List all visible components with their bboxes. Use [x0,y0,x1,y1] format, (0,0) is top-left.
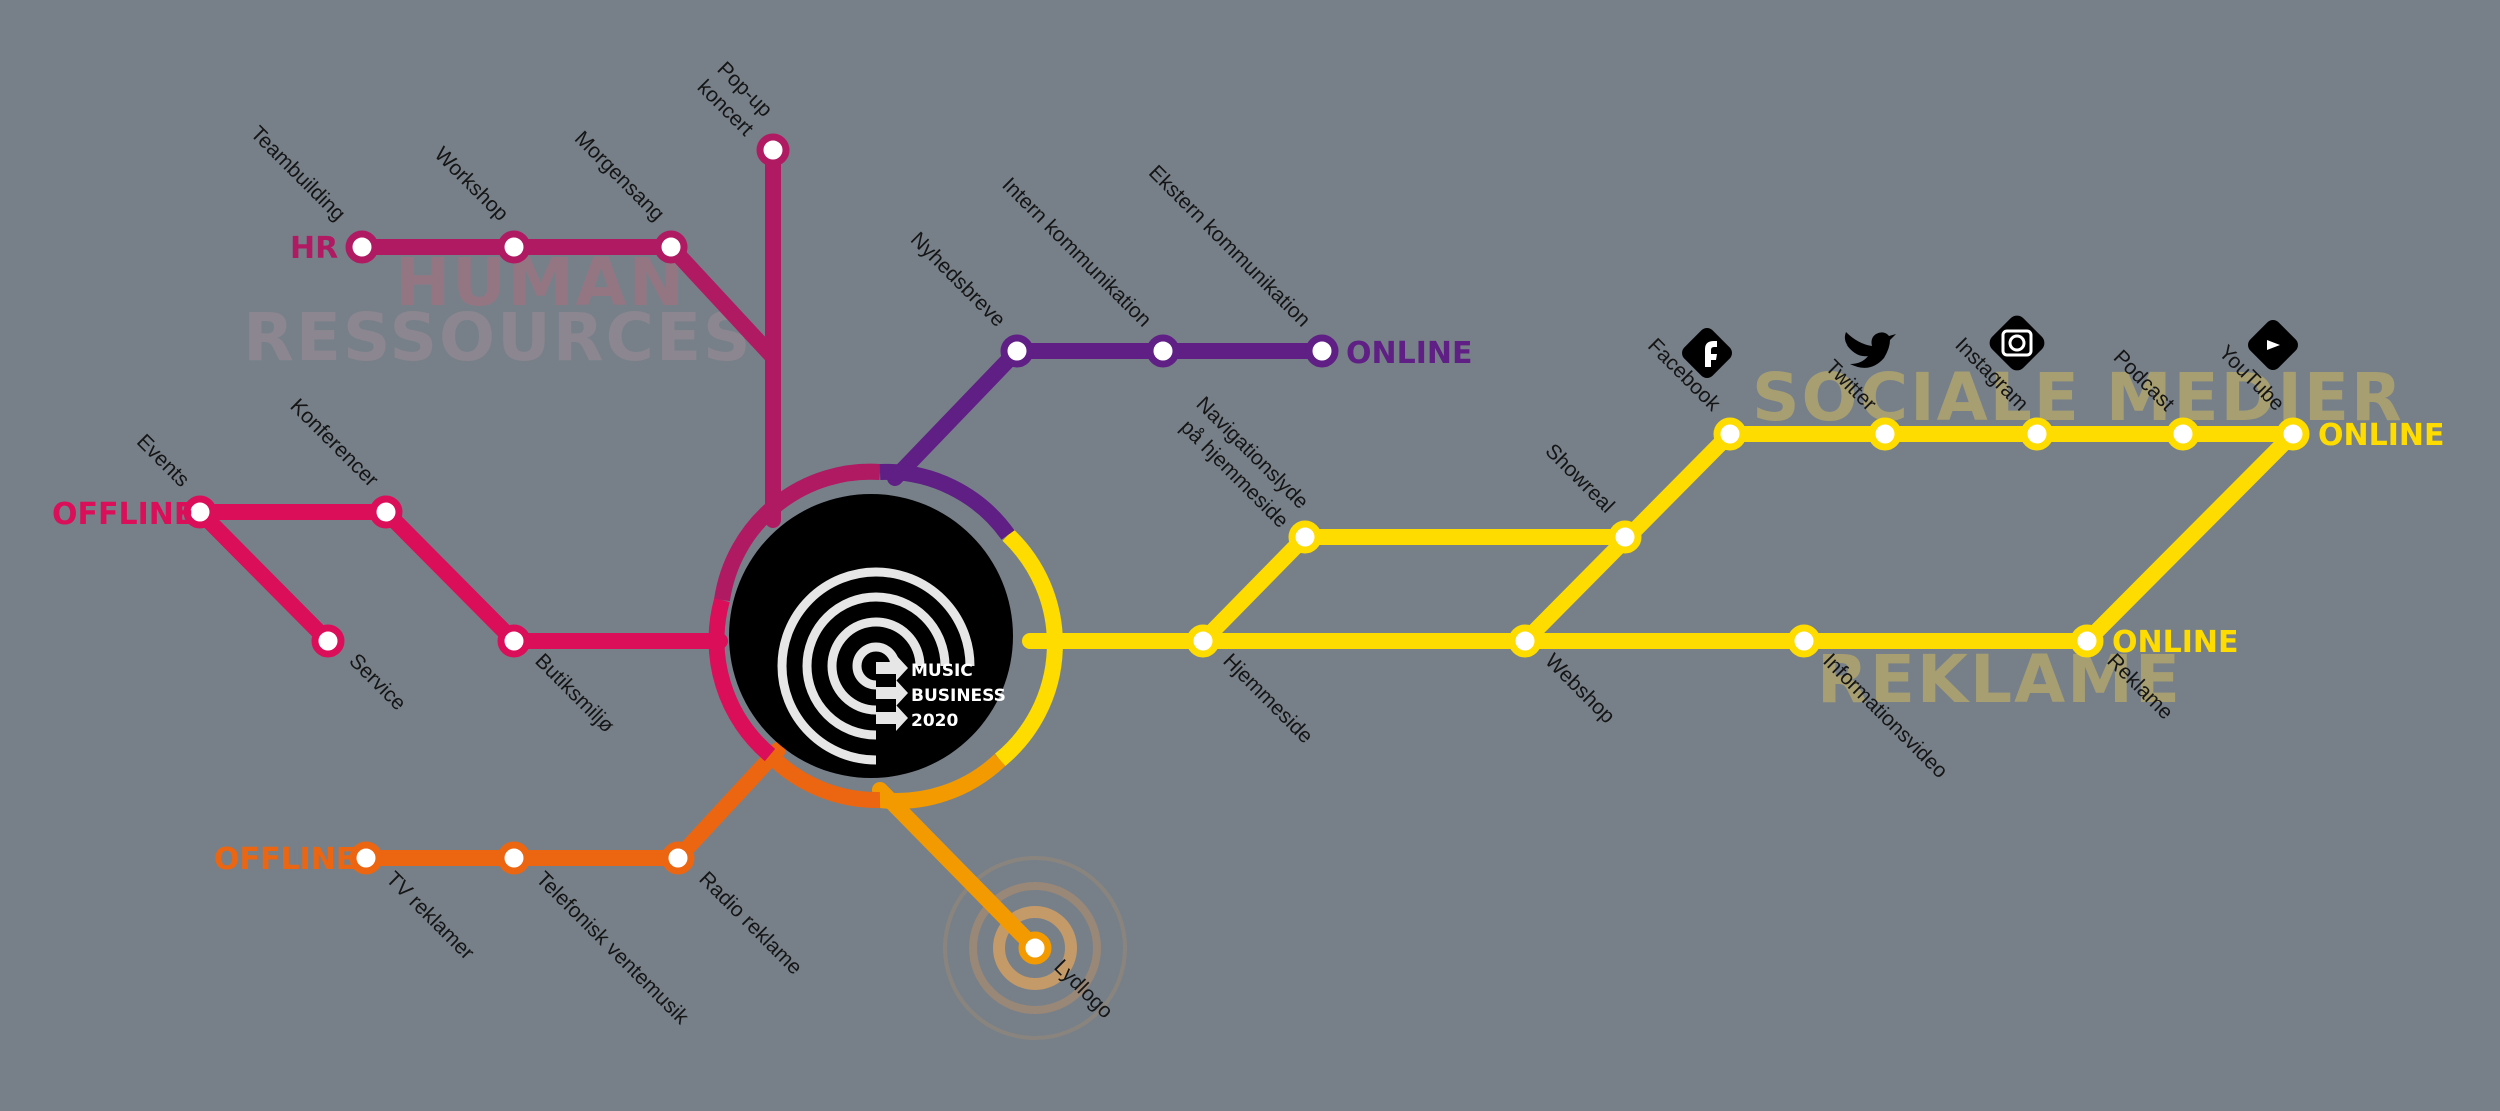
station-reklame [2070,624,2104,658]
station-popup-koncert [756,133,790,167]
station-hjemmeside [1186,624,1220,658]
offline-ads-tag: OFFLINE [214,842,356,877]
label-webshop: Webshop [1540,649,1619,728]
offline-events-line [192,504,728,649]
human-resources-title-line2: RESSOURCES [243,299,753,376]
logo-text-year: 2020 [911,711,958,731]
offline-events-tag: OFFLINE [52,497,194,532]
online-comms-tag: ONLINE [1346,336,1473,371]
label-hjemmeside: Hjemmeside [1218,649,1317,748]
station-tv-reklamer [349,841,383,875]
station-ekstern-kommunikation [1305,334,1339,368]
advertising-online-tag: ONLINE [2112,625,2239,660]
service-branch [192,504,336,649]
logo-arrow-2 [876,680,908,706]
label-konferencer: Konferencer [286,394,383,491]
logo-arc-middle [802,592,950,740]
station-events [183,495,217,529]
twitter-icon [1844,332,1896,368]
station-radio-reklame [661,841,695,875]
station-nyhedsbreve [1000,334,1034,368]
station-telefonisk-ventemusik [497,841,531,875]
hub-ring-amber [879,754,1006,809]
label-nyhedsbreve: Nyhedsbreve [906,228,1010,332]
offline-ads-line [358,742,786,866]
label-telefonisk-ventemusik: Telefonisk ventemusik [531,867,693,1029]
sound-logo-ripples [943,856,1127,1040]
station-lydlogo [1018,931,1052,965]
hub-ring-yellow [994,529,1063,767]
label-service: Service [344,649,410,715]
station-morgensang [654,230,688,264]
logo-arc-core [852,642,900,690]
sound-logo-line [872,782,1043,956]
music-business-logo: MUSIC BUSINESS 2020 [777,567,1006,765]
station-teambuilding [345,230,379,264]
logo-arc-outer [777,567,975,765]
label-radio-reklame: Radio reklame [694,867,806,979]
station-showreal [1608,520,1642,554]
label-ekstern-kommunikation: Ekstern kommunikation [1144,161,1315,332]
label-events: Events [132,430,194,492]
station-instagram [2020,417,2054,451]
logo-text-business: BUSINESS [911,686,1006,706]
label-intern-kommunikation: Intern kommunikation [998,173,1156,331]
label-tv-reklamer: TV reklamer [381,867,478,964]
station-podcast [2166,417,2200,451]
instagram-icon [1989,315,2045,371]
hr-tag: HR [290,231,338,266]
logo-text-music: MUSIC [911,661,973,681]
station-twitter [1868,417,1902,451]
hub-disc [729,494,1013,778]
label-butiksmiljo: Butiksmiljø [530,649,618,737]
central-hub [708,463,1063,809]
station-service [311,624,345,658]
station-webshop [1508,624,1542,658]
station-intern-kommunikation [1146,334,1180,368]
hub-ring-red [708,597,776,762]
hub-ring-purple [879,463,1015,540]
station-konferencer [369,495,403,529]
logo-arc-inner [827,617,925,715]
station-butiksmiljo [497,624,531,658]
label-lydlogo: Lydlogo [1049,955,1117,1023]
human-resources-title-line1: HUMAN [395,244,686,321]
navigation-branch [1195,529,1633,649]
station-youtube [2276,417,2310,451]
label-morgensang: Morgensang [570,127,669,226]
logo-arrow-1 [876,655,908,681]
hub-ring-magenta [714,463,881,602]
station-workshop [497,230,531,264]
station-facebook [1713,417,1747,451]
facebook-icon [1682,328,1732,378]
logo-arrow-3 [876,705,908,731]
youtube-icon [2248,320,2298,370]
station-informationsvideo [1787,624,1821,658]
hub-ring-orange [764,749,881,809]
label-workshop: Workshop [430,143,513,226]
advertising-title: REKLAME [1817,641,2182,718]
label-teambuilding: Teambuilding [246,122,350,226]
label-showreal: Showreal [1541,439,1619,517]
station-navigationslyde [1288,520,1322,554]
social-media-online-tag: ONLINE [2318,418,2445,453]
